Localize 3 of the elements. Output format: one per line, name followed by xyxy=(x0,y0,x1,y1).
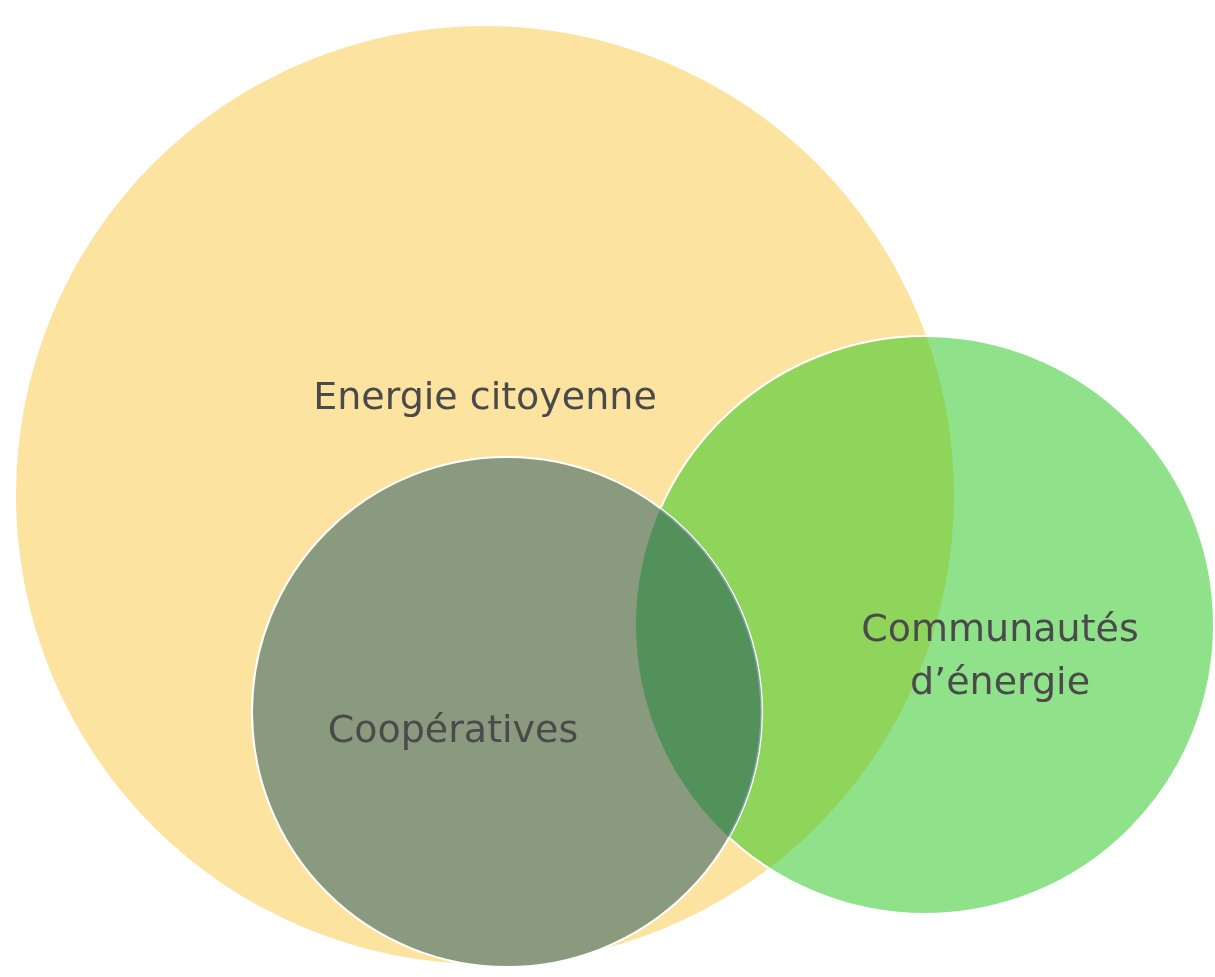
set-label: Coopératives xyxy=(326,706,580,754)
set-label: Energie citoyenne xyxy=(312,373,658,421)
set-label: Communautés d’énergie xyxy=(860,604,1140,705)
